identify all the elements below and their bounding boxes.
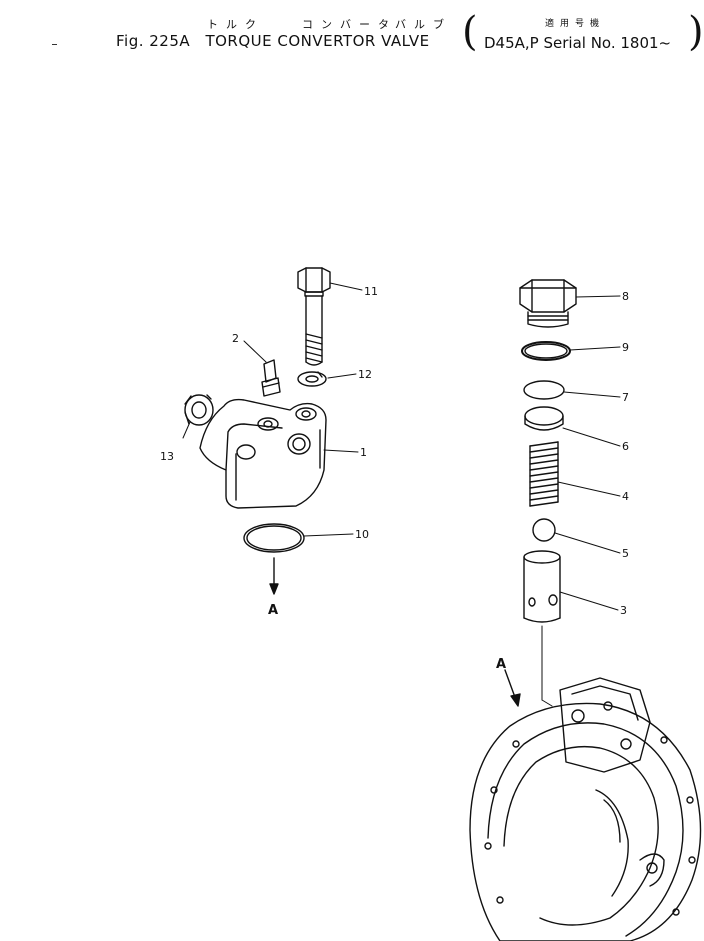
callout-7: 7 xyxy=(622,391,629,404)
converter-housing xyxy=(469,677,702,941)
part-9-o-ring xyxy=(521,341,571,361)
part-7-disc xyxy=(523,380,565,400)
margin-mark xyxy=(52,44,57,45)
left-leader-lines xyxy=(182,282,363,537)
callout-11: 11 xyxy=(364,285,378,298)
callout-4: 4 xyxy=(622,490,629,503)
label-a-left: A xyxy=(268,603,278,618)
part-3-valve-sleeve xyxy=(523,550,561,623)
part-2-plug xyxy=(261,359,281,397)
paren-right: ) xyxy=(688,9,704,55)
paren-left: ( xyxy=(462,9,478,55)
part-8-cap xyxy=(519,279,577,328)
part-title: TORQUE CONVERTOR VALVE xyxy=(205,32,430,50)
callout-5: 5 xyxy=(622,547,629,560)
arrow-a-left xyxy=(269,557,279,595)
header: トルク コンバータ バルブ Fig. 225A TORQUE CONVERTOR… xyxy=(0,0,704,80)
callout-9: 9 xyxy=(622,341,629,354)
applicable-serial: D45A,P Serial No. 1801~ xyxy=(484,34,672,52)
kana-title-3: バルブ xyxy=(395,18,452,31)
kana-title-1: トルク xyxy=(207,18,264,31)
applicable-label: 適用号機 xyxy=(545,19,606,29)
part-6-spring-seat xyxy=(524,406,564,431)
part-12-lock-washer xyxy=(297,371,327,387)
part-4-spring xyxy=(529,441,559,507)
callout-labels: 11 12 2 13 1 10 A 8 9 7 6 4 5 3 A xyxy=(160,285,629,672)
callout-2: 2 xyxy=(232,332,239,345)
callout-10: 10 xyxy=(355,528,369,541)
part-13-plug xyxy=(184,394,214,426)
callout-3: 3 xyxy=(620,604,627,617)
callout-8: 8 xyxy=(622,290,629,303)
fig-label: Fig. 225A xyxy=(116,32,191,50)
callout-13: 13 xyxy=(160,450,174,463)
label-a-right: A xyxy=(496,657,506,672)
part-11-bolt xyxy=(297,267,331,366)
callout-12: 12 xyxy=(358,368,372,381)
callout-1: 1 xyxy=(360,446,367,459)
callout-6: 6 xyxy=(622,440,629,453)
part-10-o-ring xyxy=(243,523,305,553)
kana-title-2: コンバータ xyxy=(302,18,397,31)
part-5-ball xyxy=(532,518,556,542)
part-1-valve-body xyxy=(199,398,327,509)
arrow-a-right xyxy=(504,669,521,707)
right-leader-lines xyxy=(541,295,621,707)
figure-title: Fig. 225A TORQUE CONVERTOR VALVE xyxy=(116,32,440,50)
